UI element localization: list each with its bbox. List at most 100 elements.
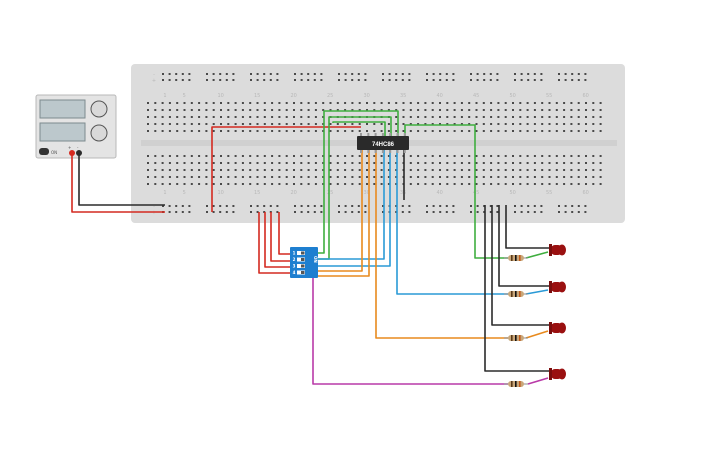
breadboard-hole[interactable] [300, 116, 303, 118]
breadboard-hole[interactable] [475, 102, 478, 104]
breadboard-hole[interactable] [307, 176, 310, 178]
breadboard-hole[interactable] [220, 183, 222, 185]
breadboard-hole[interactable] [175, 205, 178, 207]
breadboard-hole[interactable] [417, 169, 420, 171]
breadboard-hole[interactable] [234, 155, 237, 157]
resistor-2[interactable] [504, 291, 528, 297]
breadboard-hole[interactable] [520, 79, 523, 81]
breadboard-hole[interactable] [497, 176, 500, 178]
breadboard-hole[interactable] [212, 183, 215, 185]
breadboard-hole[interactable] [558, 73, 560, 75]
breadboard-hole[interactable] [526, 123, 529, 125]
breadboard-hole[interactable] [533, 205, 536, 207]
breadboard-hole[interactable] [408, 211, 411, 213]
breadboard-hole[interactable] [380, 123, 383, 125]
breadboard-hole[interactable] [482, 176, 485, 178]
breadboard-hole[interactable] [351, 130, 354, 132]
breadboard-hole[interactable] [294, 205, 296, 207]
breadboard-hole[interactable] [300, 73, 303, 75]
breadboard-hole[interactable] [249, 109, 252, 111]
breadboard-hole[interactable] [519, 102, 522, 104]
breadboard-hole[interactable] [417, 116, 420, 118]
breadboard-hole[interactable] [373, 130, 376, 132]
breadboard-hole[interactable] [460, 183, 463, 185]
breadboard-hole[interactable] [599, 183, 602, 185]
breadboard-hole[interactable] [584, 211, 587, 213]
breadboard-hole[interactable] [504, 155, 507, 157]
breadboard-hole[interactable] [168, 162, 171, 164]
breadboard-hole[interactable] [599, 130, 602, 132]
breadboard-hole[interactable] [344, 109, 347, 111]
breadboard-hole[interactable] [263, 162, 266, 164]
breadboard-hole[interactable] [496, 73, 499, 75]
breadboard-hole[interactable] [387, 183, 390, 185]
breadboard-hole[interactable] [512, 123, 514, 125]
breadboard-hole[interactable] [183, 123, 186, 125]
breadboard-hole[interactable] [512, 155, 514, 157]
breadboard-hole[interactable] [460, 123, 463, 125]
breadboard-hole[interactable] [188, 79, 191, 81]
breadboard-hole[interactable] [293, 123, 295, 125]
breadboard-hole[interactable] [483, 73, 486, 75]
breadboard-hole[interactable] [205, 109, 208, 111]
breadboard-hole[interactable] [526, 155, 529, 157]
breadboard-hole[interactable] [599, 176, 602, 178]
breadboard-hole[interactable] [234, 162, 237, 164]
breadboard-hole[interactable] [527, 73, 530, 75]
breadboard-hole[interactable] [154, 162, 157, 164]
breadboard-hole[interactable] [490, 116, 493, 118]
breadboard-hole[interactable] [176, 169, 179, 171]
breadboard-hole[interactable] [548, 162, 551, 164]
breadboard-hole[interactable] [558, 211, 560, 213]
breadboard-hole[interactable] [571, 79, 574, 81]
breadboard-hole[interactable] [256, 211, 259, 213]
breadboard-hole[interactable] [271, 123, 274, 125]
breadboard-hole[interactable] [278, 169, 281, 171]
breadboard-hole[interactable] [227, 130, 230, 132]
breadboard-hole[interactable] [533, 116, 536, 118]
breadboard-hole[interactable] [417, 130, 420, 132]
breadboard-hole[interactable] [563, 155, 566, 157]
breadboard-hole[interactable] [585, 109, 587, 111]
breadboard-hole[interactable] [439, 73, 442, 75]
breadboard-hole[interactable] [533, 155, 536, 157]
breadboard-hole[interactable] [234, 109, 237, 111]
breadboard-hole[interactable] [512, 116, 514, 118]
breadboard-hole[interactable] [526, 176, 529, 178]
breadboard-hole[interactable] [162, 73, 164, 75]
breadboard-hole[interactable] [314, 155, 317, 157]
breadboard-hole[interactable] [358, 155, 361, 157]
breadboard-hole[interactable] [570, 176, 573, 178]
breadboard-hole[interactable] [205, 183, 208, 185]
breadboard-hole[interactable] [387, 109, 390, 111]
breadboard-hole[interactable] [426, 73, 428, 75]
breadboard-hole[interactable] [212, 123, 215, 125]
breadboard-hole[interactable] [329, 123, 332, 125]
breadboard-hole[interactable] [526, 162, 529, 164]
breadboard-hole[interactable] [358, 109, 361, 111]
breadboard-hole[interactable] [276, 205, 279, 207]
breadboard-hole[interactable] [432, 205, 435, 207]
breadboard-hole[interactable] [439, 102, 441, 104]
breadboard-hole[interactable] [533, 123, 536, 125]
breadboard-hole[interactable] [555, 162, 558, 164]
breadboard-hole[interactable] [329, 155, 332, 157]
breadboard-hole[interactable] [300, 123, 303, 125]
breadboard-hole[interactable] [293, 155, 295, 157]
breadboard-hole[interactable] [271, 162, 274, 164]
breadboard-hole[interactable] [599, 109, 602, 111]
breadboard-hole[interactable] [147, 123, 149, 125]
breadboard-hole[interactable] [592, 169, 595, 171]
breadboard-hole[interactable] [336, 102, 339, 104]
breadboard-hole[interactable] [599, 155, 602, 157]
breadboard-hole[interactable] [344, 211, 347, 213]
breadboard-hole[interactable] [541, 155, 544, 157]
breadboard-hole[interactable] [558, 205, 560, 207]
breadboard-hole[interactable] [489, 211, 492, 213]
breadboard-hole[interactable] [519, 116, 522, 118]
breadboard-hole[interactable] [183, 176, 186, 178]
breadboard-hole[interactable] [424, 123, 427, 125]
breadboard-hole[interactable] [489, 79, 492, 81]
breadboard-hole[interactable] [439, 79, 442, 81]
resistor-3[interactable] [504, 335, 528, 341]
